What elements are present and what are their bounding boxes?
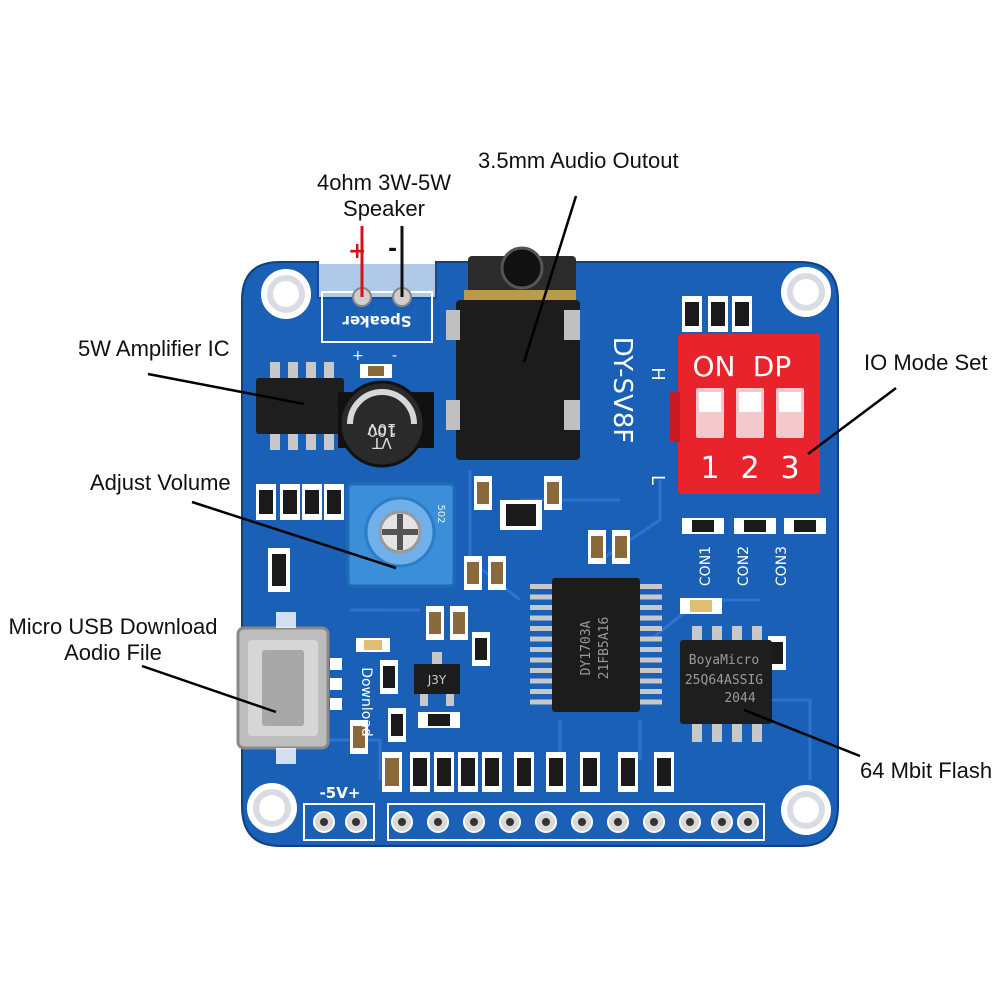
flash-mark-3: 2044 (724, 691, 755, 706)
dip-3-label: 3 (780, 451, 799, 486)
cap-mark-3: VT (371, 434, 391, 452)
power-silk: -5V+ (320, 784, 361, 802)
amp-minus-silk: - (392, 348, 397, 364)
chip-pin (638, 605, 662, 610)
chip-pin (530, 626, 554, 631)
con2-silk: CON2 (736, 546, 752, 586)
chip-pin (530, 636, 554, 642)
speaker-callout: 4ohm 3W-5W Speaker (304, 170, 464, 222)
chip-pin (638, 584, 662, 589)
chip-pin (638, 636, 662, 642)
l-silk: L (647, 475, 668, 485)
header-hole-center (542, 818, 550, 826)
main-decoder-chip: DY1703A 21FB5A16 (530, 578, 662, 712)
volume-leader (191, 500, 397, 570)
flash-mark-1: BoyaMicro (689, 653, 759, 668)
mounting-holes (247, 267, 831, 835)
chip-pin (530, 615, 554, 621)
audio-out-leader (522, 195, 578, 363)
header-hole-center (320, 818, 328, 826)
j3y-mark: J3Y (427, 673, 447, 687)
header-hole-center (718, 818, 726, 826)
dip-on-label: ON (693, 350, 736, 383)
con-resistors (682, 518, 826, 534)
usb-callout-line2: Aodio File (64, 640, 162, 665)
chip-pin (638, 647, 662, 652)
h-silk: H (647, 367, 668, 381)
volume-potentiometer: 502 (346, 482, 456, 588)
smd-components (256, 296, 786, 792)
dip-dp-label: DP (753, 350, 791, 383)
chip-pin (638, 657, 662, 663)
usb-callout-line1: Micro USB Download (8, 614, 218, 639)
callout-lines (141, 195, 897, 758)
header-hole-center (434, 818, 442, 826)
chip-pin (530, 657, 554, 663)
amplifier-ic (256, 362, 344, 450)
pot-mark: 502 (435, 504, 446, 523)
speaker-callout-line1: 4ohm 3W-5W (316, 170, 452, 195)
chip-pin (638, 668, 662, 673)
amplifier-leader (147, 372, 305, 406)
dip-switch: ON DP 1 2 3 (670, 334, 820, 494)
header-hole-center (398, 818, 406, 826)
chip-pin (530, 689, 554, 694)
main-chip-mark-1: DY1703A (579, 620, 594, 675)
con3-silk: CON3 (774, 546, 790, 586)
chip-pin (530, 678, 554, 684)
chip-pin (530, 605, 554, 610)
header-hole-center (470, 818, 478, 826)
header-hole-center (650, 818, 658, 826)
speaker-minus-sign: - (388, 237, 397, 262)
flash-callout: 64 Mbit Flash (860, 758, 993, 783)
chip-pin (530, 668, 554, 673)
audio-out-callout: 3.5mm Audio Outout (478, 148, 679, 173)
chip-pin (638, 615, 662, 621)
header-hole-center (744, 818, 752, 826)
model-silk: DY-SV8F (607, 337, 637, 444)
chip-pin (638, 626, 662, 631)
speaker-silk-label: Speaker (342, 312, 412, 330)
electrolytic-capacitor: 100 10V VT (338, 380, 434, 468)
chip-pin (638, 678, 662, 684)
speaker-callout-line2: Speaker (343, 196, 425, 221)
io-mode-leader (807, 387, 897, 455)
dip-2-label: 2 (740, 451, 759, 486)
volume-callout: Adjust Volume (90, 470, 231, 495)
header-hole-center (578, 818, 586, 826)
flash-leader (743, 708, 861, 758)
chip-pin (530, 584, 554, 589)
header-hole-center (686, 818, 694, 826)
chip-pin (638, 689, 662, 694)
speaker-plus-sign: + (348, 239, 366, 264)
dip-1-label: 1 (700, 451, 719, 486)
micro-usb-connector (236, 612, 330, 764)
io-mode-callout: IO Mode Set (864, 350, 988, 375)
chip-pin (638, 594, 662, 600)
header-hole-center (614, 818, 622, 826)
cap-mark-2: 10V (367, 420, 397, 438)
header-hole-center (506, 818, 514, 826)
chip-pin (638, 699, 662, 705)
header-pins (303, 803, 765, 841)
main-chip-mark-2: 21FB5A16 (597, 617, 612, 680)
header-hole-center (352, 818, 360, 826)
chip-pin (530, 594, 554, 600)
cap-mark-1: 100 (368, 422, 397, 440)
audio-jack (446, 246, 580, 460)
download-silk: Download (358, 667, 374, 737)
flash-mark-2: 25Q64ASSIG (685, 673, 763, 688)
amp-plus-silk: + (352, 348, 364, 364)
usb-callout: Micro USB Download Aodio File (0, 614, 226, 666)
con1-silk: CON1 (698, 546, 714, 586)
usb-leader (141, 664, 277, 714)
amplifier-callout: 5W Amplifier IC (78, 336, 230, 361)
chip-pin (530, 647, 554, 652)
flash-chip: BoyaMicro 25Q64ASSIG 2044 (680, 626, 772, 742)
chip-pin (530, 699, 554, 705)
